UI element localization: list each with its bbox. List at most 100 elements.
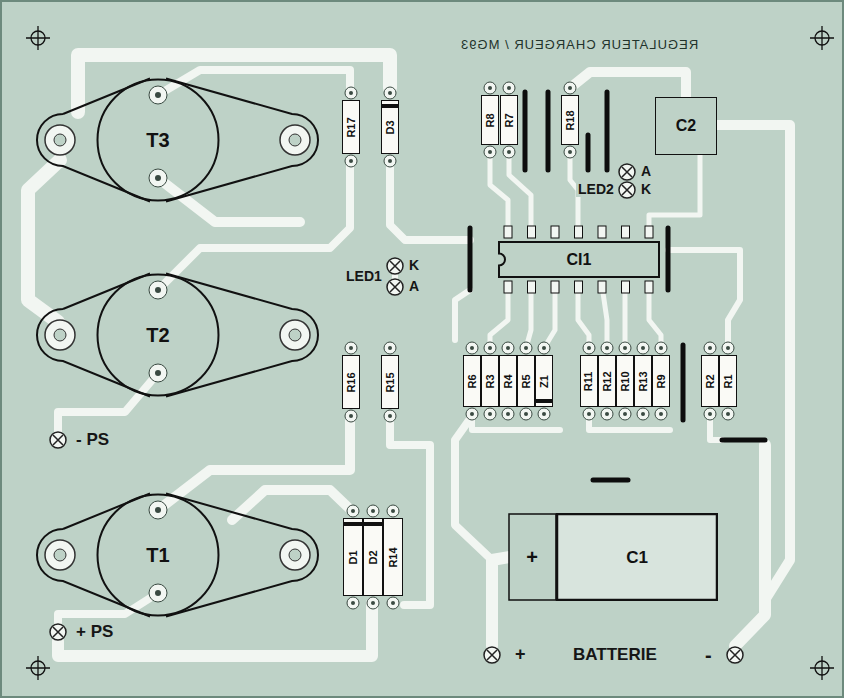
copper-trace bbox=[455, 290, 470, 340]
solder-pad bbox=[484, 342, 496, 354]
solder-pad bbox=[345, 155, 357, 167]
solder-pad bbox=[367, 505, 379, 517]
solder-pad bbox=[583, 408, 595, 420]
diode-body: D3 bbox=[381, 100, 399, 154]
label-holder: - bbox=[703, 644, 714, 666]
drill-hole bbox=[708, 412, 712, 416]
drill-hole bbox=[587, 412, 591, 416]
copper-trace bbox=[649, 286, 661, 348]
registration-mark bbox=[26, 26, 50, 50]
pcb-label: + bbox=[513, 645, 528, 665]
solder-pad bbox=[583, 342, 595, 354]
drill-hole bbox=[488, 86, 492, 90]
registration-cross bbox=[26, 656, 50, 680]
drill-hole bbox=[391, 601, 395, 605]
component-label: R12 bbox=[602, 371, 613, 391]
resistor-body: R14 bbox=[383, 518, 403, 596]
pad-cross bbox=[730, 650, 740, 660]
electrolytic-capacitor-outline: +C1 bbox=[508, 513, 718, 601]
drill-hole bbox=[488, 150, 492, 154]
mounting-hole-center bbox=[289, 549, 301, 561]
capacitor-outline: C2 bbox=[655, 97, 717, 155]
solder-pad bbox=[345, 342, 357, 354]
solder-pad bbox=[367, 597, 379, 609]
ic-pin-pad bbox=[504, 226, 512, 238]
transistor-outline: T3 bbox=[96, 78, 220, 202]
solder-pad bbox=[619, 408, 631, 420]
mounting-hole-center bbox=[54, 134, 66, 146]
drill-hole bbox=[155, 507, 161, 513]
solder-pad bbox=[538, 408, 550, 420]
ic-pin-pad bbox=[622, 226, 630, 238]
drill-hole bbox=[349, 159, 353, 163]
resistor-body: R1 bbox=[719, 355, 737, 407]
component-label: R14 bbox=[388, 547, 399, 567]
drill-hole bbox=[623, 412, 627, 416]
solder-pad bbox=[520, 408, 532, 420]
component-outline bbox=[508, 513, 718, 601]
connection-pad bbox=[387, 279, 403, 295]
connection-pad bbox=[619, 182, 635, 198]
pad-cross bbox=[53, 627, 63, 637]
copper-trace bbox=[158, 70, 350, 95]
label-holder: + bbox=[513, 645, 528, 665]
component-label: T1 bbox=[146, 545, 169, 565]
label-holder: A bbox=[639, 164, 653, 179]
drill-hole bbox=[641, 346, 645, 350]
resistor-body: R18 bbox=[561, 95, 579, 145]
wire-jumper bbox=[593, 478, 628, 483]
drill-hole bbox=[351, 509, 355, 513]
label-holder: BATTERIE bbox=[571, 646, 659, 665]
drill-hole bbox=[470, 412, 474, 416]
drill-hole bbox=[623, 346, 627, 350]
transistor-case bbox=[98, 275, 219, 396]
resistor-body: R11 bbox=[580, 355, 598, 407]
mounting-hole-center bbox=[289, 329, 301, 341]
drill-hole bbox=[155, 590, 161, 596]
resistor-body: R12 bbox=[598, 355, 616, 407]
label-holder: K bbox=[407, 258, 421, 273]
component-label: R17 bbox=[346, 117, 357, 137]
copper-trace bbox=[623, 286, 628, 348]
copper-trace bbox=[578, 286, 589, 348]
component-label: R5 bbox=[521, 374, 532, 388]
component-label: R16 bbox=[346, 372, 357, 392]
label-holder: K bbox=[639, 182, 653, 197]
ic-pin-pad bbox=[551, 226, 559, 238]
solder-pad bbox=[704, 342, 716, 354]
component-label: R13 bbox=[638, 371, 649, 391]
component-label: C1 bbox=[556, 549, 718, 566]
pcb-label: BATTERIE bbox=[571, 646, 659, 665]
wire-jumper bbox=[523, 92, 528, 170]
solder-pad bbox=[484, 146, 496, 158]
drill-hole bbox=[506, 412, 510, 416]
diode-body: D1 bbox=[343, 518, 363, 596]
copper-trace bbox=[58, 373, 158, 431]
solder-pad bbox=[502, 342, 514, 354]
pcb-label: - bbox=[703, 644, 714, 666]
drill-hole bbox=[542, 346, 546, 350]
registration-cross bbox=[26, 26, 50, 50]
connection-pad bbox=[387, 258, 403, 274]
component-label: T3 bbox=[146, 130, 169, 150]
pad-ring bbox=[484, 647, 500, 663]
wire-jumper bbox=[468, 228, 473, 290]
solder-pad bbox=[564, 82, 576, 94]
registration-cross bbox=[810, 656, 834, 680]
title-holder: REGULATEUR CHARGEUR / MG93 bbox=[460, 38, 698, 52]
solder-pad bbox=[149, 281, 167, 299]
solder-pad bbox=[384, 87, 396, 99]
component-label: D2 bbox=[368, 550, 379, 564]
resistor-body: R13 bbox=[634, 355, 652, 407]
pcb-label: LED2 bbox=[576, 182, 616, 197]
ic-pin-pad bbox=[645, 226, 653, 238]
to3-outline bbox=[37, 79, 318, 202]
pad-ring bbox=[387, 279, 403, 295]
solder-pad bbox=[347, 505, 359, 517]
solder-pad bbox=[503, 82, 515, 94]
solder-pad bbox=[149, 364, 167, 382]
ic-pin-pad bbox=[528, 226, 536, 238]
component-label: D3 bbox=[385, 120, 396, 134]
resistor-body: R17 bbox=[342, 100, 360, 154]
